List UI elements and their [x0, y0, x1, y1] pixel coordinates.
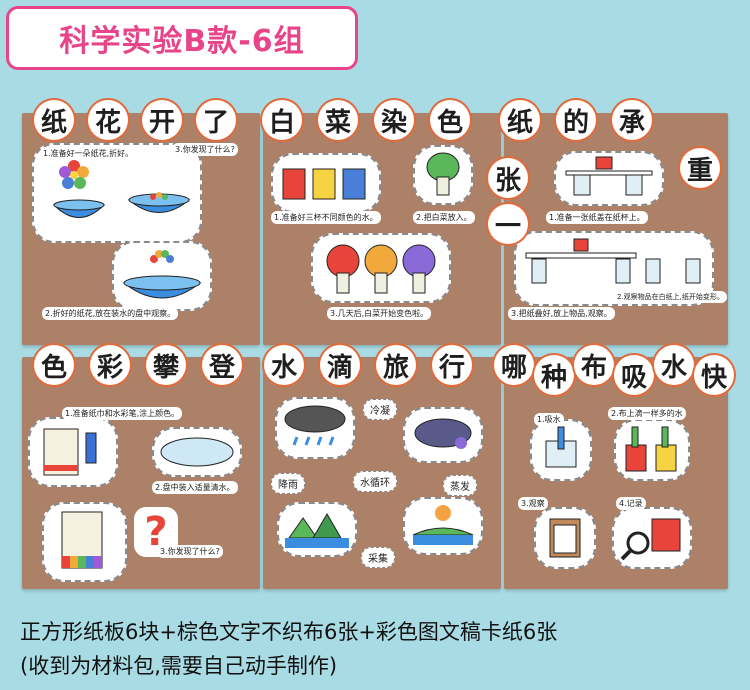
board2-caption-1: 1.准备好三杯不同颜色的水。 [271, 211, 381, 224]
board6-caption-4: 4.记录 [616, 497, 646, 510]
label-rain: 降雨 [271, 473, 305, 494]
paper-cup-icon [565, 156, 653, 196]
board2-title-char-1: 白 [262, 100, 302, 140]
board3-extra-char-1: 张 [488, 158, 528, 198]
cloth-drops-icon [625, 426, 677, 472]
board3-extra-char-2: 一 [488, 204, 528, 244]
board4-title-char-4: 登 [202, 345, 242, 385]
cabbage-icon [426, 152, 460, 196]
rainbow-towel-icon [61, 511, 103, 569]
board5-title-char-3: 旅 [376, 345, 416, 385]
board4-title-char-3: 攀 [146, 345, 186, 385]
board5-title-char-1: 水 [264, 345, 304, 385]
climb-sticker-2 [152, 427, 242, 477]
board2-title-char-4: 色 [430, 100, 470, 140]
board6-caption-2: 2.布上滴一样多的水 [608, 407, 686, 420]
rain-cloud-icon [284, 405, 346, 446]
sun-sticker [403, 497, 483, 555]
flower-open-icon [122, 250, 202, 299]
paper-towel-pen-icon [43, 428, 97, 476]
board-cloth-absorb: 1.吸水 2.布上滴一样多的水 3.观察 4.记录 [504, 357, 728, 589]
board-cabbage-dye: 1.准备好三杯不同颜色的水。 2.把白菜放入。 3.几天后,白菜开始变色啦。 [263, 113, 501, 345]
board2-caption-3: 3.几天后,白菜开始变色啦。 [327, 307, 432, 320]
board1-title-char-1: 纸 [34, 100, 74, 140]
label-evaporate: 蒸发 [443, 475, 477, 496]
board-paper-flower: 1.准备好一朵纸花,折好。 3.你发现了什么? 2.折好的纸花,放在装水的盘中观… [22, 113, 260, 345]
board4-title-char-1: 色 [34, 345, 74, 385]
footer-note-line: (收到为材料包,需要自己动手制作) [20, 654, 338, 678]
sun-lake-icon [412, 505, 474, 545]
label-collect: 采集 [361, 547, 395, 568]
plate-icon [160, 437, 234, 467]
board3-caption-1: 1.准备一张纸盖在纸杯上。 [546, 211, 648, 224]
board-color-climb: ? 1.准备纸巾和水彩笔,涂上颜色。 2.盘中装入适量清水。 3.你发现了什么? [22, 357, 260, 589]
board6-title-char-2: 种 [534, 355, 574, 395]
board3-title-char-3: 承 [612, 100, 652, 140]
absorb-sticker-3 [534, 507, 596, 569]
board6-caption-1: 1.吸水 [534, 413, 564, 426]
flower-bowl-icon [52, 160, 191, 218]
clipboard-icon [549, 518, 581, 558]
board6-title-char-5: 水 [654, 345, 694, 385]
mountain-sticker [277, 502, 357, 557]
climb-sticker-1 [28, 417, 118, 487]
board1-caption-1: 1.准备好一朵纸花,折好。 [40, 147, 137, 160]
flower-sticker-result [112, 241, 212, 311]
board3-title-char-4: 重 [680, 148, 720, 188]
cabbage-sticker-cups [271, 153, 381, 213]
board5-title-char-4: 行 [432, 345, 472, 385]
absorb-sticker-1 [530, 419, 592, 481]
absorb-sticker-2 [614, 419, 690, 481]
dyed-cabbage-icon [326, 244, 436, 294]
board1-title-char-2: 花 [88, 100, 128, 140]
board3-caption-2: 3.把纸叠好,放上物品,观察。 [508, 307, 615, 320]
board2-title-char-3: 染 [374, 100, 414, 140]
load-sticker-top [554, 151, 664, 206]
board1-title-char-4: 了 [196, 100, 236, 140]
magnifier-cloth-icon [620, 518, 681, 561]
cabbage-sticker-result [311, 233, 451, 303]
board4-title-char-2: 彩 [90, 345, 130, 385]
label-condense: 冷凝 [363, 399, 397, 420]
board1-caption-2: 3.你发现了什么? [172, 143, 238, 156]
cup-dropper-icon [545, 426, 577, 468]
cabbage-sticker-plant [413, 145, 473, 205]
board1-caption-3: 2.折好的纸花,放在装水的盘中观察。 [42, 307, 179, 320]
footer-materials-line: 正方形纸板6块+棕色文字不织布6张+彩色图文稿卡纸6张 [20, 620, 558, 644]
board6-title-char-6: 快 [694, 355, 734, 395]
board2-caption-2: 2.把白菜放入。 [413, 211, 475, 224]
board3-title-char-1: 纸 [500, 100, 540, 140]
board3-title-char-2: 的 [556, 100, 596, 140]
board6-caption-3: 3.观察 [518, 497, 548, 510]
board6-title-char-3: 布 [574, 345, 614, 385]
label-cycle: 水循环 [353, 471, 397, 492]
absorb-sticker-4 [612, 507, 692, 569]
board6-title-char-4: 吸 [614, 355, 654, 395]
board1-title-char-3: 开 [142, 100, 182, 140]
colored-cups-icon [282, 168, 366, 200]
board5-title-char-2: 滴 [320, 345, 360, 385]
rain-sticker [275, 397, 355, 459]
page-title: 科学实验B款-6组 [6, 6, 358, 70]
board6-title-char-1: 哪 [494, 345, 534, 385]
mountain-water-icon [285, 513, 349, 548]
board4-caption-3: 3.你发现了什么? [157, 545, 223, 558]
board2-title-char-2: 菜 [318, 100, 358, 140]
board3-caption-3: 2.观察物品在白纸上,纸开始变形。 [614, 291, 727, 303]
folded-paper-icon [525, 238, 701, 284]
board4-caption-2: 2.盘中装入适量清水。 [152, 481, 238, 494]
cloud-sticker [403, 407, 483, 463]
board4-caption-1: 1.准备纸巾和水彩笔,涂上颜色。 [62, 407, 183, 420]
storm-cloud-icon [414, 418, 472, 449]
board-water-drop: 冷凝 降雨 水循环 蒸发 采集 [263, 357, 501, 589]
climb-sticker-3 [42, 502, 127, 582]
